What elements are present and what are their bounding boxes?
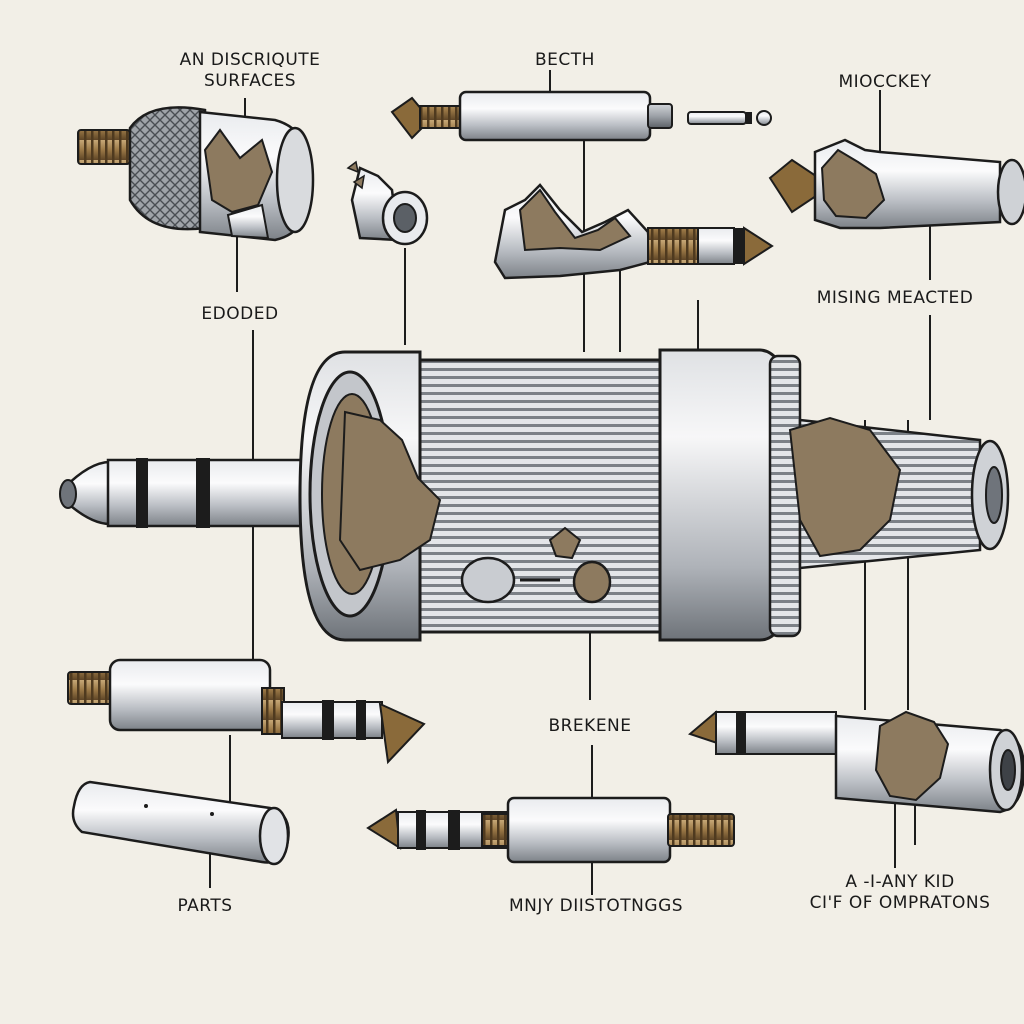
plug-part-bottom-left bbox=[67, 658, 426, 765]
label-mising-meacted: MISING MEACTED bbox=[816, 288, 974, 308]
label-discrete-surfaces-line1: AN DISCRIQUTE bbox=[179, 50, 321, 70]
broken-sleeve-part bbox=[493, 183, 774, 280]
label-miocckey: MIOCCKEY bbox=[838, 72, 932, 92]
label-discrete-surfaces: AN DISCRIQUTE SURFACES bbox=[150, 50, 350, 92]
label-kind-of-omprations-line2: CI'F OF OMPRATONS bbox=[809, 893, 991, 913]
label-discrete-surfaces-line2: SURFACES bbox=[204, 71, 296, 91]
knurled-cap-part bbox=[77, 106, 315, 242]
label-edoded: EDODED bbox=[201, 304, 279, 324]
damaged-sleeve-part-right bbox=[768, 138, 1024, 230]
damaged-plug-part-bottom-right bbox=[687, 710, 1024, 814]
cap-fragment bbox=[346, 160, 429, 246]
sleeve-part-top bbox=[390, 90, 772, 142]
label-kind-of-omprations: A -I-ANY KID CI'F OF OMPRATONS bbox=[784, 872, 1016, 914]
label-parts: PARTS bbox=[177, 896, 233, 916]
label-kind-of-omprations-line1: A -I-ANY KID bbox=[845, 872, 955, 892]
label-brekene: BREKENE bbox=[548, 716, 632, 736]
plug-part-bottom-middle bbox=[366, 796, 735, 864]
label-mnjy-diistotnggs: MNJY DIISTOTNGGS bbox=[508, 896, 684, 916]
label-becth: BECTH bbox=[535, 50, 595, 70]
main-connector bbox=[59, 348, 1010, 642]
tube-part bbox=[71, 780, 290, 866]
